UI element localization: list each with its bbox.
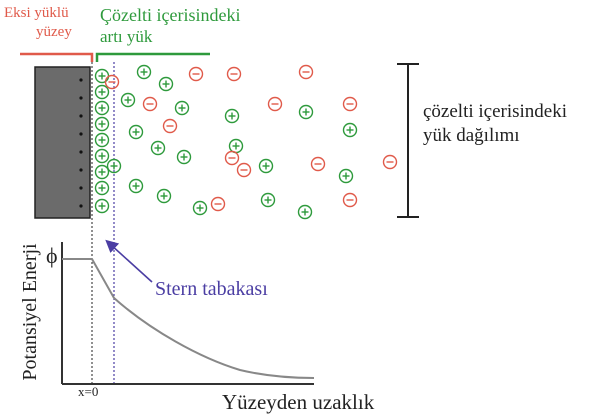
minus-circle-icon [188,66,204,82]
plus-circle-icon [342,122,358,138]
plus-circle-icon [94,132,110,148]
plus-circle-icon [94,180,110,196]
negative-surface-label-line2: yüzey [36,24,72,40]
negative-surface-bracket [20,52,94,62]
dot-icon [79,114,83,118]
surface-charges [79,78,83,208]
distribution-bracket [397,63,419,218]
plot-axes [61,242,314,385]
x-axis-label: Yüzeyden uzaklık [222,390,375,414]
minus-circle-icon [310,156,326,172]
charged-surface [34,66,91,219]
plus-circle-icon [260,192,276,208]
minus-circle-icon [267,96,283,112]
plus-circle-icon [192,200,208,216]
stern-arrow [105,239,153,283]
origin-label: x=0 [78,384,99,399]
dot-icon [79,132,83,136]
positive-charge-bracket [95,52,210,62]
minus-circle-icon [236,162,252,178]
plus-circle-icon [94,116,110,132]
plus-circle-icon [94,84,110,100]
charge-distribution-label-line1: çözelti içerisindeki [423,101,568,122]
plus-circle-icon [120,92,136,108]
plus-circle-icon [94,164,110,180]
dot-icon [79,78,83,82]
minus-circle-icon [142,96,158,112]
plus-circle-icon [224,108,240,124]
plus-circle-icon [158,76,174,92]
phi-symbol: ϕ [46,243,58,268]
plus-circle-icon [128,178,144,194]
stern-layer-label: Stern tabakası [155,278,268,300]
minus-circle-icon [382,154,398,170]
ion-group [94,64,398,220]
plus-circle-icon [297,204,313,220]
plus-circle-icon [150,140,166,156]
plus-circle-icon [94,100,110,116]
minus-circle-icon [104,74,120,90]
plus-circle-icon [106,158,122,174]
dot-icon [79,168,83,172]
dot-icon [79,96,83,100]
plus-circle-icon [258,158,274,174]
minus-circle-icon [210,196,226,212]
plus-circle-icon [176,149,192,165]
positive-charge-label-line1: Çözelti içerisindeki [100,5,241,25]
plus-circle-icon [338,168,354,184]
minus-circle-icon [342,96,358,112]
plus-circle-icon [136,64,152,80]
minus-circle-icon [162,118,178,134]
plus-circle-icon [298,104,314,120]
plus-circle-icon [156,188,172,204]
minus-circle-icon [298,64,314,80]
plus-circle-icon [94,198,110,214]
minus-circle-icon [226,66,242,82]
minus-circle-icon [224,150,240,166]
dot-icon [79,186,83,190]
plus-circle-icon [174,100,190,116]
charge-distribution-label-line2: yük dağılımı [423,125,520,146]
potential-curve [62,258,315,379]
plus-circle-icon [94,148,110,164]
minus-circle-icon [342,192,358,208]
negative-surface-label-line1: Eksi yüklü [4,5,69,21]
dot-icon [79,204,83,208]
positive-charge-label-line2: artı yük [100,27,153,46]
dot-icon [79,150,83,154]
plus-circle-icon [128,124,144,140]
